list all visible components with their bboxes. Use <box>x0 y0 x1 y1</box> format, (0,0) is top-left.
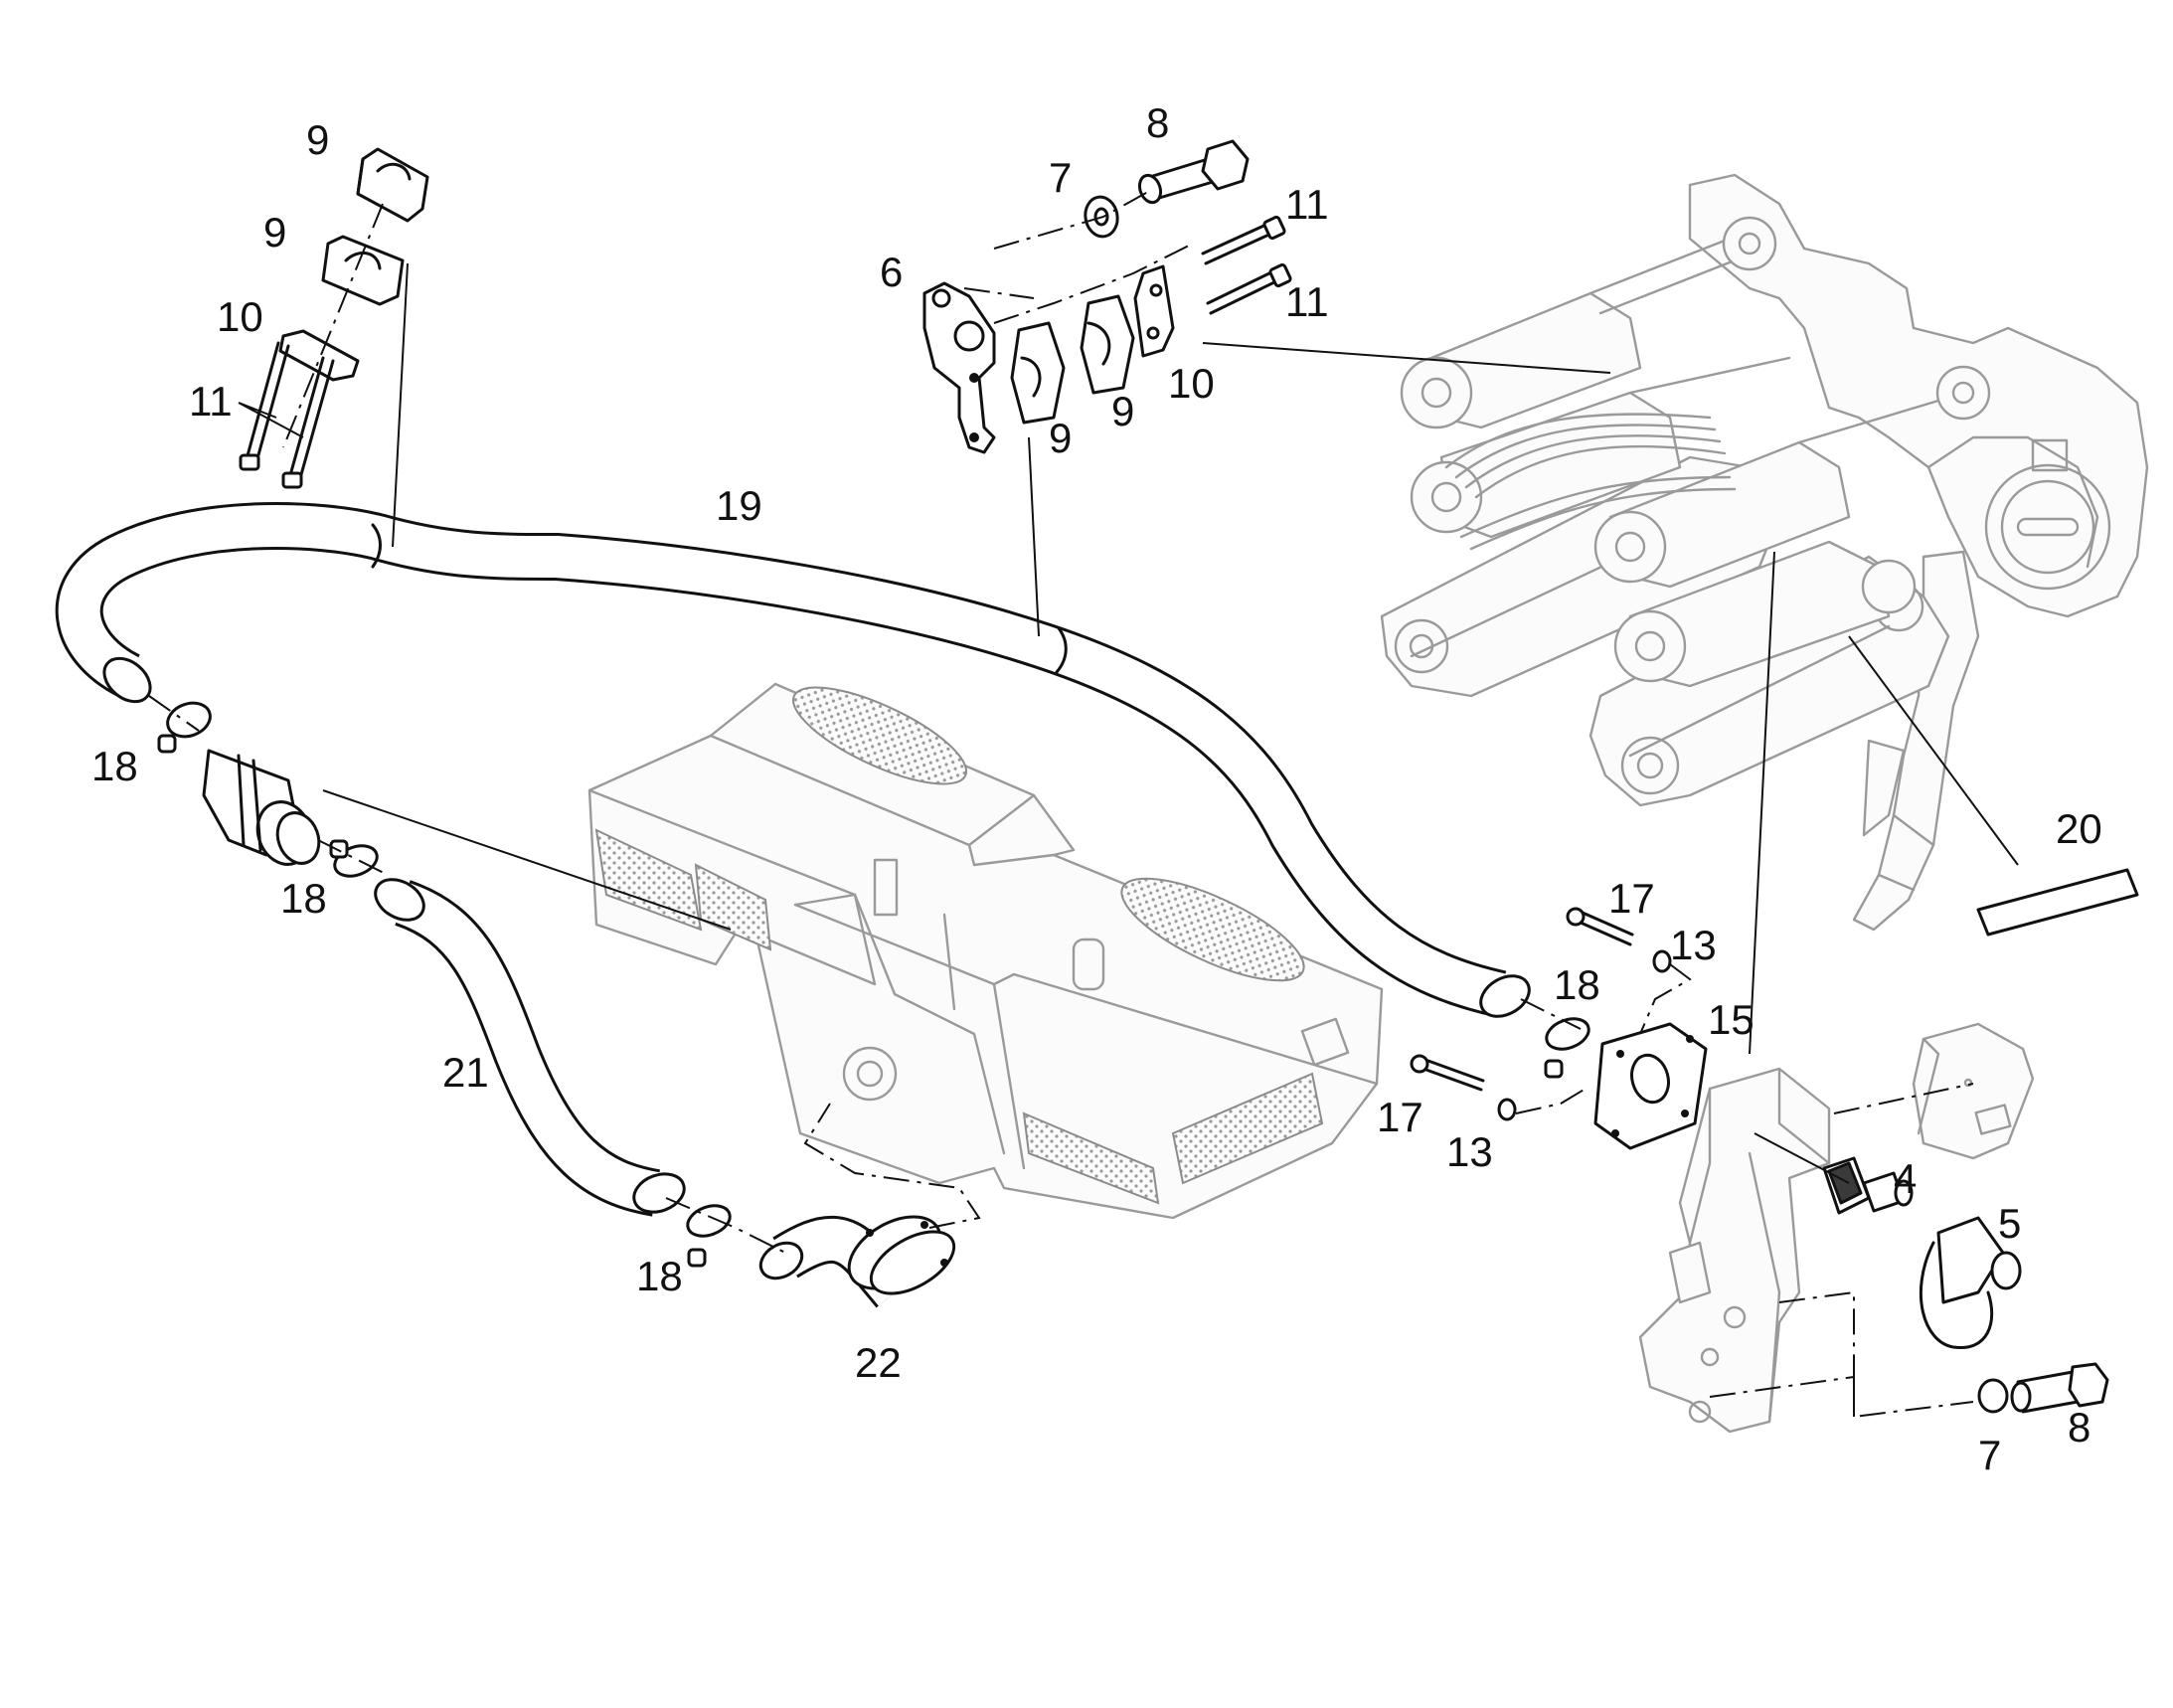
leader-15-to-frame <box>1749 551 1775 1055</box>
axis-line-17-upper <box>1639 963 1692 1035</box>
clamp-half-9-lower-left <box>321 235 405 306</box>
coupling-4 <box>1822 1156 1914 1215</box>
callout-21: 21 <box>442 1049 489 1096</box>
callout-17: 17 <box>1608 875 1655 922</box>
callout-11: 11 <box>1285 278 1329 325</box>
axis-line-clamp-mid <box>317 839 389 876</box>
callout-17: 17 <box>1377 1094 1423 1140</box>
fuel-tank <box>587 682 1384 1220</box>
leader-9-left-to-hose <box>392 262 409 548</box>
callout-22: 22 <box>855 1339 902 1386</box>
hose-clamp-18-mid <box>329 839 379 878</box>
hose-21 <box>374 878 686 1217</box>
callout-18: 18 <box>1554 961 1600 1008</box>
leader-11-left <box>238 402 304 438</box>
axis-line-17-lower <box>1515 1088 1587 1114</box>
axis-line-left-stack <box>282 203 384 448</box>
callout-18: 18 <box>280 875 327 922</box>
leader-10-to-frame <box>1202 342 1611 374</box>
bolt-8-top <box>1137 139 1250 205</box>
callout-9: 9 <box>263 209 286 256</box>
dust-cap-5 <box>1919 1216 2022 1349</box>
washer-7-right <box>1977 1378 2009 1414</box>
axis-line-elbow-to-tank <box>803 1103 981 1229</box>
ripper-frame-assembly <box>1380 173 2149 932</box>
callout-10: 10 <box>1168 360 1215 407</box>
leader-valve-to-tank <box>322 789 732 931</box>
callout-13: 13 <box>1670 922 1717 968</box>
callout-13: 13 <box>1446 1128 1493 1175</box>
bolt-17-lower <box>1410 1054 1485 1092</box>
axis-line-bracket-bolt <box>1709 1290 1974 1419</box>
axis-line-center-stack <box>993 243 1194 324</box>
hose-19 <box>55 502 1531 1018</box>
callout-10: 10 <box>217 293 263 340</box>
callout-4: 4 <box>1894 1155 1917 1202</box>
washer-13-lower <box>1497 1098 1517 1121</box>
callout-7: 7 <box>1978 1432 2001 1478</box>
bracket-6 <box>922 281 996 454</box>
hose-clamp-18-top <box>157 701 212 754</box>
axis-line-clamp-right <box>1520 998 1582 1030</box>
callout-11: 11 <box>189 378 233 425</box>
leader-20 <box>1848 635 2019 866</box>
callout-7: 7 <box>1049 154 1072 201</box>
axis-line-clamp-top <box>148 695 200 732</box>
callout-8: 8 <box>2068 1404 2090 1451</box>
callout-9: 9 <box>1111 388 1134 434</box>
distributor-block-15 <box>1593 1022 1708 1150</box>
callout-19: 19 <box>716 482 762 529</box>
axis-line-bolt-8 <box>963 188 1154 299</box>
leader-bracket-to-coupling <box>1754 1132 1850 1184</box>
bolts-11-left <box>239 341 335 489</box>
plate-10-center <box>1133 264 1175 358</box>
callout-18: 18 <box>636 1253 683 1299</box>
callout-20: 20 <box>2056 805 2102 852</box>
callout-6: 6 <box>880 249 903 295</box>
clamp-half-9-upper-left <box>356 147 429 223</box>
callout-18: 18 <box>91 743 138 789</box>
plate-10-left <box>278 329 360 382</box>
label-sticker-20 <box>1976 868 2139 937</box>
callout-15: 15 <box>1708 996 1755 1043</box>
bolts-11-center <box>1201 215 1292 315</box>
axis-line-clamp-low <box>665 1197 786 1254</box>
mounting-bracket-right <box>1638 1067 1831 1434</box>
axis-line-cover-plate <box>1833 1083 1974 1114</box>
washer-13-upper <box>1652 949 1672 973</box>
callout-11: 11 <box>1285 181 1329 228</box>
hose-clamp-18-low <box>686 1204 732 1268</box>
callout-5: 5 <box>1998 1200 2021 1247</box>
callout-8: 8 <box>1146 99 1169 146</box>
callout-9: 9 <box>306 116 329 163</box>
bolt-8-right <box>2010 1362 2109 1414</box>
callout-9: 9 <box>1049 415 1072 461</box>
elbow-fitting-22 <box>758 1215 956 1308</box>
leader-bracket-to-hose <box>1028 436 1040 637</box>
bolt-17-upper <box>1566 907 1634 946</box>
cover-plate-right <box>1912 1022 2035 1160</box>
clamp-half-9-center-right <box>1080 294 1135 395</box>
clamp-half-9-center-left <box>1010 321 1066 425</box>
valve-fitting <box>202 749 321 866</box>
